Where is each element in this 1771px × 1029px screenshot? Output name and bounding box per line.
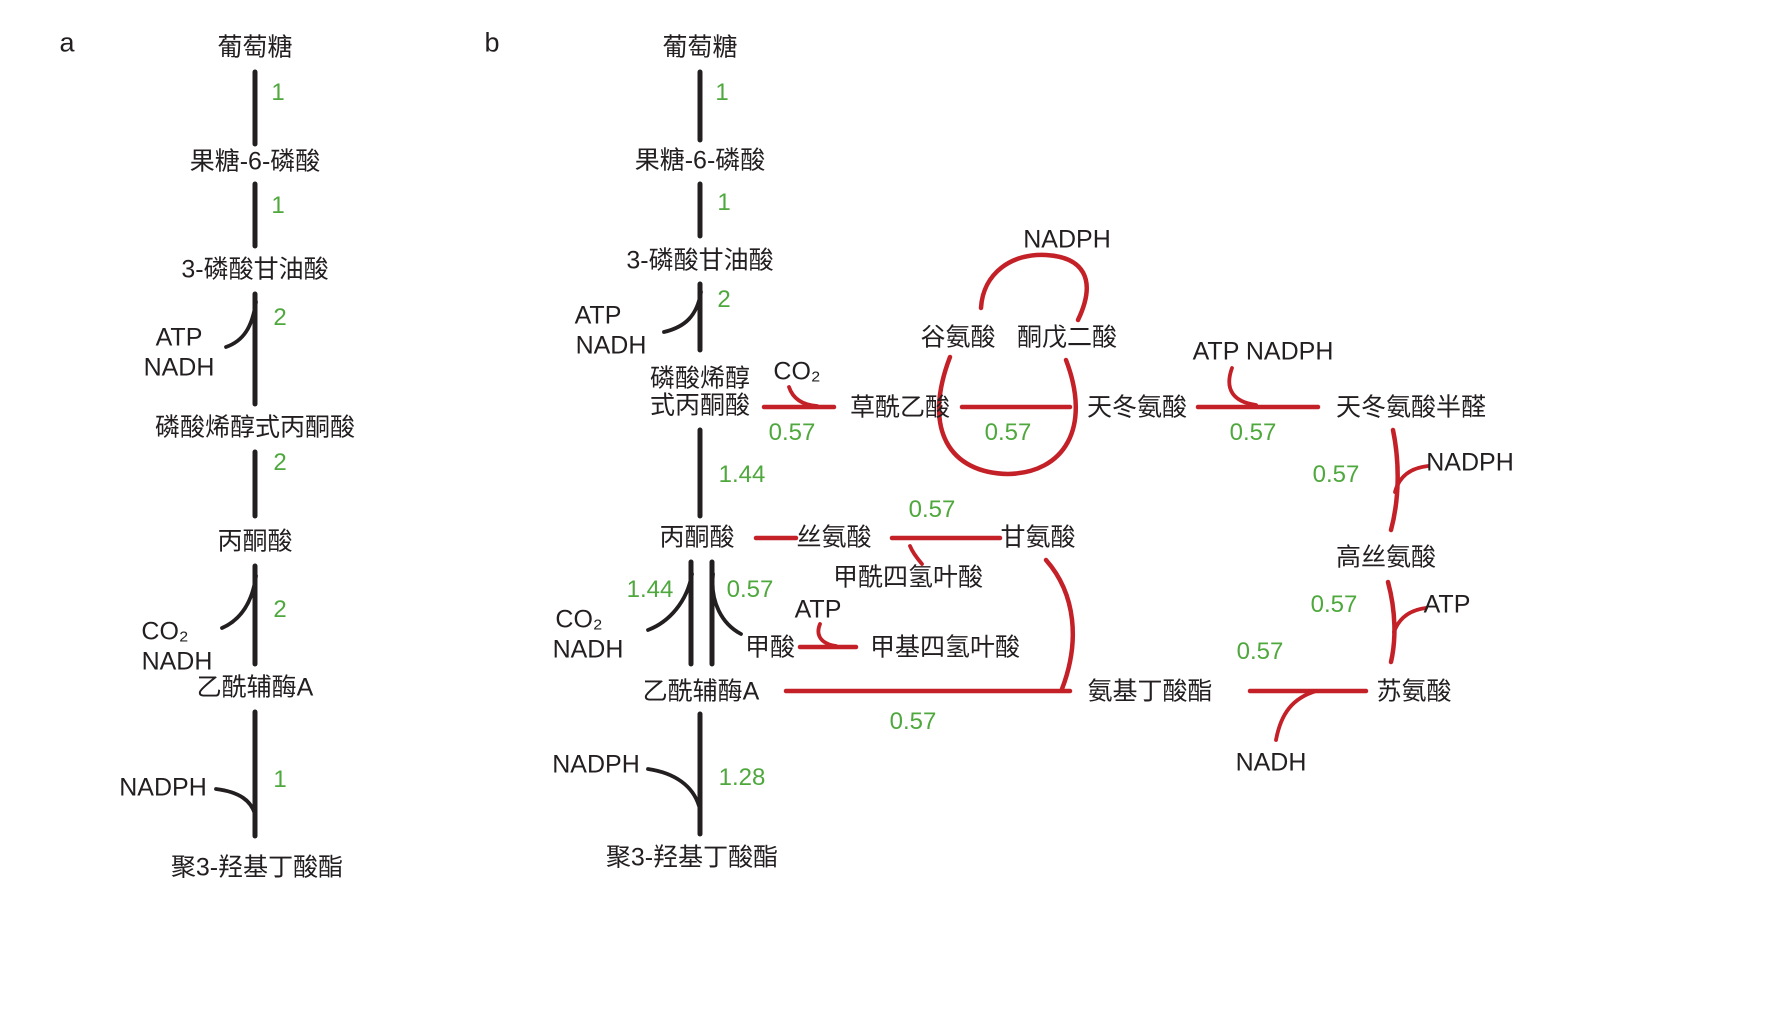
arrow-b-co2-input-anaplerosis [787, 385, 819, 408]
node-a-pyruvate: 丙酮酸 [217, 527, 293, 556]
arrow-b-nadph-input-semialdehyde [1393, 464, 1430, 494]
node-b-pep-line2: 式丙酮酸 [649, 391, 751, 420]
arrow-b-homoserine-to-threonine [1385, 579, 1397, 665]
flux-a-g3p-pep: 2 [273, 304, 287, 332]
cofactor-b-co2-pdh: CO₂ [555, 605, 603, 634]
flux-b-pep-oxaloacetate: 0.57 [768, 419, 816, 447]
node-a-glycerate-3-phosphate: 3-磷酸甘油酸 [181, 255, 329, 284]
node-b-glycine: 甘氨酸 [1000, 523, 1076, 552]
flux-a-f6p-g3p: 1 [271, 192, 285, 220]
node-a-acetyl-coa: 乙酰辅酶A [196, 673, 314, 702]
flux-b-pep-pyruvate: 1.44 [718, 461, 766, 489]
flux-b-glucose-f6p: 1 [715, 79, 729, 107]
cofactor-b-atp-homoserine: ATP [1423, 590, 1471, 619]
cofactor-b-nadph-phb: NADPH [552, 750, 640, 779]
node-b-oxoglutarate: 酮戊二酸 [1016, 323, 1118, 352]
cofactor-b-atp-formate: ATP [794, 595, 842, 624]
arrow-b-atp-input-formate [816, 622, 838, 648]
flux-b-g3p-pep: 2 [717, 286, 731, 314]
node-b-aspartate: 天冬氨酸 [1086, 393, 1188, 422]
cofactor-a-nadph: NADPH [119, 773, 207, 802]
cofactor-b-co2-anaplerosis: CO₂ [773, 357, 821, 386]
arrow-b-glutamate-oxoglutarate-cycle [936, 354, 1078, 477]
node-b-glycerate-3-phosphate: 3-磷酸甘油酸 [626, 246, 774, 275]
flux-b-f6p-g3p: 1 [717, 189, 731, 217]
node-a-glucose: 葡萄糖 [217, 33, 293, 62]
cofactor-b-nadh-pdh: NADH [552, 635, 624, 664]
node-b-methyl-thf: 甲基四氢叶酸 [869, 633, 1021, 662]
flux-a-glucose-f6p: 1 [271, 79, 285, 107]
arrow-b-aminobutyrate-to-glycine [1043, 557, 1076, 692]
flux-b-acetylcoa-phb: 1.28 [718, 764, 766, 792]
arrow-b-formylthf-input [908, 544, 924, 566]
arrow-a-pyruvate-cofactor-branch [220, 574, 258, 630]
flux-a-acetylcoa-phb: 1 [273, 766, 287, 794]
arrow-a-g3p-cofactor-branch [224, 300, 258, 349]
cofactor-a-nadh-glycolysis: NADH [143, 353, 215, 382]
cofactor-a-co2: CO₂ [141, 617, 189, 646]
node-b-oxaloacetate: 草酰乙酸 [849, 393, 951, 422]
flux-b-threonine-aminobutyrate: 0.57 [1236, 638, 1284, 666]
arrow-a-nadph-input [214, 787, 257, 816]
flux-b-pyruvate-acetylcoa-pfl: 0.57 [726, 576, 774, 604]
cofactor-b-nadph-gdh: NADPH [1023, 225, 1111, 254]
cofactor-a-nadh-pdh: NADH [141, 647, 213, 676]
flux-b-aminobutyrate-acetylcoa: 0.57 [889, 708, 937, 736]
node-b-acetyl-coa: 乙酰辅酶A [642, 677, 760, 706]
cofactor-b-atp-glycolysis: ATP [574, 301, 622, 330]
node-b-phb: 聚3-羟基丁酸酯 [605, 843, 779, 872]
panel-b-label: b [484, 27, 500, 58]
flux-b-pyruvate-acetylcoa-pdh: 1.44 [626, 576, 674, 604]
flux-b-aspartate-semialdehyde: 0.57 [1229, 419, 1277, 447]
node-b-serine: 丝氨酸 [796, 523, 872, 552]
arrow-b-oxoglutarate-glutamate-loop [978, 252, 1089, 323]
arrow-b-atp-input-homoserine [1392, 606, 1428, 634]
node-b-fructose-6-phosphate: 果糖-6-磷酸 [634, 146, 766, 175]
node-a-fructose-6-phosphate: 果糖-6-磷酸 [189, 147, 321, 176]
flux-b-glycine-serine: 0.57 [908, 496, 956, 524]
flux-a-pyruvate-acetylcoa: 2 [273, 596, 287, 624]
node-b-aspartate-semialdehyde: 天冬氨酸半醛 [1335, 393, 1487, 422]
arrow-b-pyruvate-formate-branch [710, 572, 743, 636]
cofactor-b-nadh-threonine: NADH [1235, 748, 1307, 777]
cofactor-b-nadph-semialdehyde: NADPH [1426, 448, 1514, 477]
flux-b-semialdehyde-homoserine: 0.57 [1312, 461, 1360, 489]
flux-b-homoserine-threonine: 0.57 [1310, 591, 1358, 619]
node-a-phb: 聚3-羟基丁酸酯 [170, 853, 344, 882]
node-b-formate: 甲酸 [744, 633, 796, 662]
node-b-homoserine: 高丝氨酸 [1335, 543, 1437, 572]
arrow-b-nadh-output-threonine [1274, 689, 1318, 742]
cofactor-b-atp-nadph-asp: ATP NADPH [1192, 337, 1334, 366]
node-b-glucose: 葡萄糖 [662, 33, 738, 62]
flux-a-pep-pyruvate: 2 [273, 449, 287, 477]
arrow-b-semialdehyde-to-homoserine [1388, 427, 1400, 533]
node-a-phosphoenolpyruvate: 磷酸烯醇式丙酮酸 [154, 413, 356, 442]
node-b-threonine: 苏氨酸 [1376, 677, 1452, 706]
arrow-b-atp-nadph-input-asp [1227, 366, 1258, 407]
node-b-glutamate: 谷氨酸 [920, 323, 996, 352]
arrow-b-pyruvate-co2-branch [646, 572, 694, 632]
arrow-b-nadph-input-phb [646, 767, 701, 808]
node-b-pyruvate: 丙酮酸 [659, 523, 735, 552]
node-b-aminobutyrate: 氨基丁酸酯 [1087, 677, 1213, 706]
arrow-b-g3p-cofactor-branch [662, 290, 703, 334]
node-b-pep-line1: 磷酸烯醇 [649, 364, 751, 393]
cofactor-b-nadh-glycolysis: NADH [575, 331, 647, 360]
flux-b-oxaloacetate-aspartate: 0.57 [984, 419, 1032, 447]
node-b-formyl-thf: 甲酰四氢叶酸 [832, 563, 984, 592]
panel-a-label: a [59, 27, 75, 58]
cofactor-a-atp: ATP [155, 323, 203, 352]
